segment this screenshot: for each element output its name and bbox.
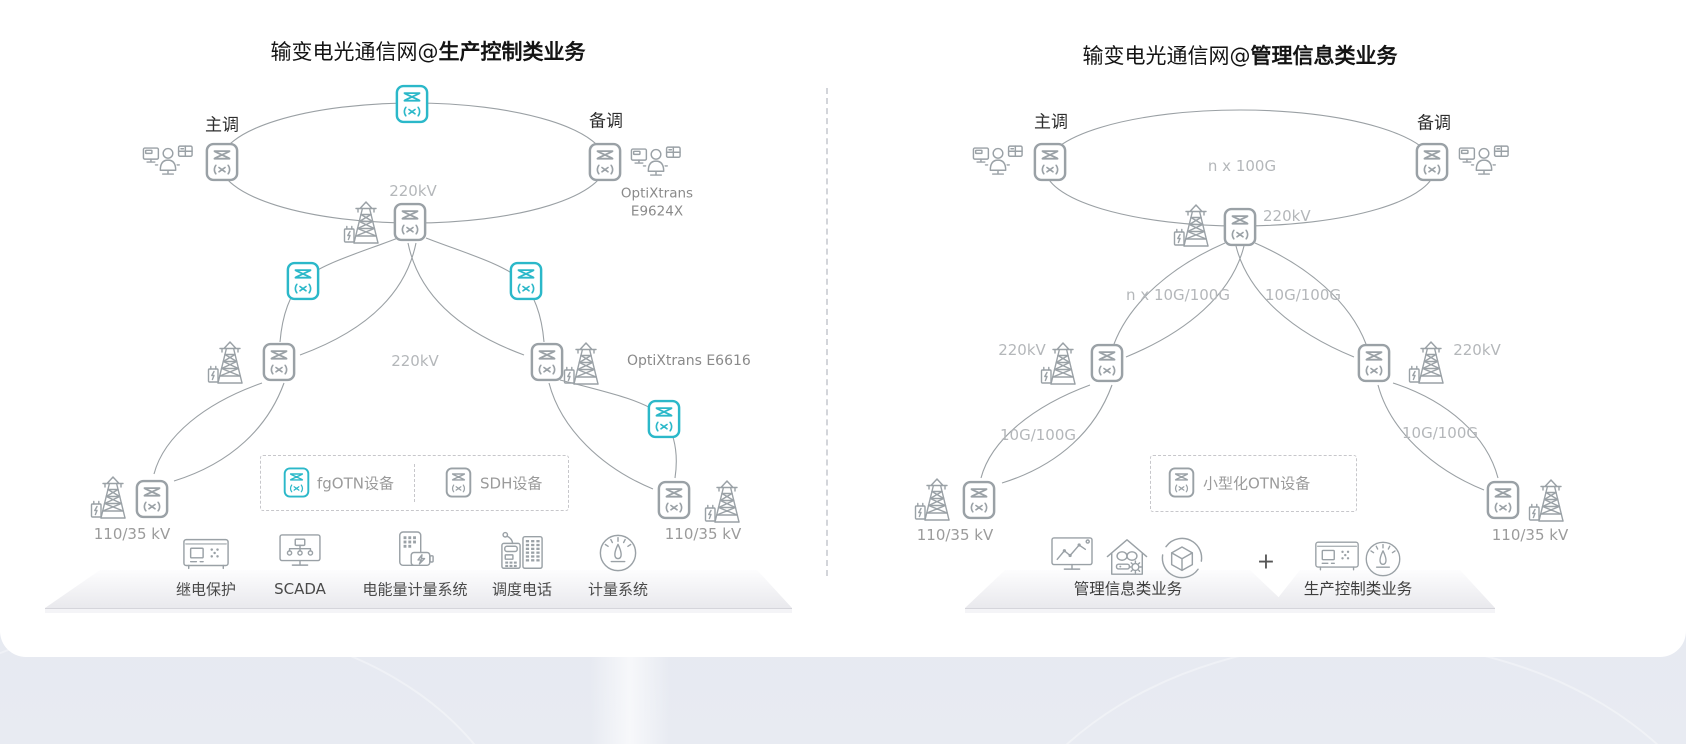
- master-dispatch-label: 主调: [205, 115, 239, 136]
- fgotn-device-icon: [647, 399, 681, 439]
- left-panel-title: 输变电光通信网@生产控制类业务: [271, 36, 586, 66]
- transmission-tower-icon: [914, 478, 950, 521]
- production-services-label: 生产控制类业务: [1303, 580, 1413, 598]
- otn-device-icon: [962, 480, 996, 520]
- services-platform: [965, 570, 1290, 608]
- service-label: SCADA: [274, 580, 326, 598]
- ring-capacity-label: n x 100G: [1207, 157, 1277, 175]
- transmission-tower-icon: [207, 341, 243, 384]
- otn-device-icon: [262, 342, 296, 382]
- service-label: 调度电话: [491, 580, 553, 599]
- transmission-tower-icon: [1408, 341, 1444, 384]
- metering-gauge-icon: [1365, 541, 1401, 577]
- background-streak: [590, 650, 670, 744]
- link-capacity-label: 10G/100G: [999, 426, 1077, 444]
- compact-otn-device-icon: [1168, 467, 1195, 498]
- plus-sign: +: [1256, 549, 1276, 575]
- content-card: [0, 0, 1686, 657]
- mid-voltage-label: 220kV: [998, 341, 1046, 359]
- title-emphasis: 管理信息类业务: [1250, 44, 1398, 68]
- hub-voltage-label: 220kV: [1263, 207, 1311, 225]
- services-platform: [45, 570, 792, 608]
- smart-home-icon: [1106, 539, 1148, 575]
- model-line2: E9624X: [630, 203, 684, 219]
- bottom-left-voltage-label: 110/35 kV: [93, 525, 171, 543]
- dispatcher-terminal-icon: [1458, 145, 1509, 175]
- otn-device-icon: [1486, 480, 1520, 520]
- platform-edge: [45, 608, 792, 613]
- otn-device-icon: [1357, 343, 1391, 383]
- hub-voltage-label: 220kV: [389, 182, 437, 200]
- legend-fgotn-label: fgOTN设备: [317, 474, 394, 493]
- right-panel-title: 输变电光通信网@管理信息类业务: [1083, 40, 1398, 70]
- title-emphasis: 生产控制类业务: [438, 40, 586, 64]
- transmission-tower-icon: [90, 476, 126, 519]
- otn-device-icon: [205, 142, 239, 182]
- bottom-right-voltage-label: 110/35 kV: [664, 525, 742, 543]
- bottom-left-voltage-label: 110/35 kV: [916, 526, 994, 544]
- otn-device-icon: [135, 479, 169, 519]
- relay-protection-icon: [1315, 541, 1359, 571]
- mid-voltage-label: 220kV: [1453, 341, 1501, 359]
- master-dispatch-label: 主调: [1034, 112, 1068, 133]
- fgotn-device-icon: [395, 84, 429, 124]
- transmission-tower-icon: [343, 201, 379, 244]
- mid-voltage-label: 220kV: [391, 352, 439, 370]
- fgotn-device-icon: [283, 467, 310, 498]
- device-legend: [260, 455, 569, 511]
- link-capacity-label: 10G/100G: [1401, 424, 1479, 442]
- backup-dispatch-label: 备调: [589, 111, 623, 132]
- scada-icon: [279, 534, 321, 566]
- transmission-tower-icon: [1528, 479, 1564, 522]
- otn-device-icon: [1033, 142, 1067, 182]
- legend-separator: [414, 464, 415, 502]
- fgotn-device-icon: [509, 261, 543, 301]
- transmission-tower-icon: [704, 480, 740, 523]
- dispatch-phone-icon: [501, 531, 543, 569]
- service-label: 继电保护: [175, 580, 237, 599]
- link-capacity-label: n x 10G/100G: [1126, 286, 1230, 304]
- transmission-tower-icon: [1040, 342, 1076, 385]
- dispatcher-terminal-icon: [972, 145, 1023, 175]
- metering-gauge-icon: [599, 534, 637, 572]
- energy-metering-icon: [399, 531, 434, 567]
- platform-edge: [1270, 608, 1495, 613]
- relay-protection-icon: [183, 538, 229, 570]
- otn-device-icon: [657, 480, 691, 520]
- title-prefix: 输变电光通信网@: [270, 40, 439, 64]
- management-info-diagram: 输变电光通信网@管理信息类业务 主调 备调 n x 100G 220kV n x…: [827, 0, 1686, 657]
- backup-dispatch-label: 备调: [1417, 113, 1451, 134]
- otn-device-icon: [393, 202, 427, 242]
- chart-monitor-icon: [1051, 537, 1093, 570]
- service-label: 计量系统: [587, 580, 649, 599]
- legend-otn-label: 小型化OTN设备: [1203, 474, 1311, 493]
- link-capacity-label: 10G/100G: [1264, 286, 1342, 304]
- otn-device-icon: [1415, 142, 1449, 182]
- otn-device-icon: [588, 142, 622, 182]
- otn-device-icon: [1223, 207, 1257, 247]
- legend-sdh-label: SDH设备: [480, 474, 543, 493]
- management-services-label: 管理信息类业务: [1073, 580, 1183, 598]
- otn-device-icon: [1090, 343, 1124, 383]
- transmission-tower-icon: [563, 342, 599, 385]
- otn-device-icon: [530, 342, 564, 382]
- fgotn-device-icon: [286, 261, 320, 301]
- sdh-device-icon: [445, 467, 472, 498]
- transmission-tower-icon: [1173, 204, 1209, 247]
- dispatcher-terminal-icon: [142, 145, 193, 175]
- cube-module-icon: [1160, 536, 1204, 580]
- bottom-right-voltage-label: 110/35 kV: [1491, 526, 1569, 544]
- title-prefix: 输变电光通信网@: [1082, 44, 1251, 68]
- mid-device-model: OptiXtrans E6616: [627, 352, 751, 369]
- dispatcher-terminal-icon: [630, 146, 681, 176]
- service-label: 电能量计量系统: [362, 580, 468, 599]
- model-line1: OptiXtrans: [620, 185, 694, 202]
- platform-edge: [965, 608, 1290, 613]
- panel-divider: [826, 88, 828, 576]
